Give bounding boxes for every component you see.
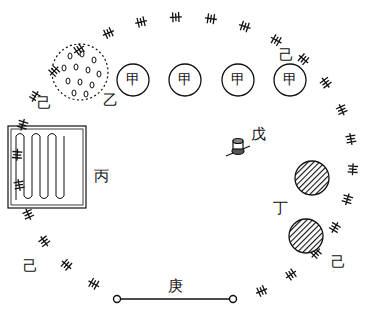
post-symbol	[335, 102, 349, 117]
circle-node: 甲	[273, 63, 307, 97]
marker-label: 己	[36, 96, 53, 111]
post-symbol	[86, 277, 101, 292]
post-symbol	[13, 178, 25, 192]
post-symbol	[46, 63, 61, 79]
post-symbol	[254, 284, 269, 298]
part-label: 丙	[93, 169, 110, 184]
marker-label: 己	[278, 48, 295, 63]
post-symbol	[59, 257, 75, 272]
post-symbol	[16, 118, 29, 132]
post-symbol	[134, 16, 148, 28]
node-label: 甲	[231, 73, 245, 87]
marker-label: 己	[22, 259, 39, 274]
post-symbol	[345, 132, 357, 146]
post-symbol	[238, 20, 253, 33]
node-label: 甲	[178, 73, 192, 87]
hatched-circle	[295, 161, 329, 195]
post-symbol	[296, 51, 312, 66]
part-label: 丁	[272, 201, 289, 216]
marker-label: 己	[330, 255, 347, 270]
circle-node: 甲	[168, 63, 202, 97]
post-symbol	[347, 163, 358, 176]
post-symbol	[170, 12, 182, 23]
part-label: 乙	[102, 93, 119, 108]
post-symbol	[12, 149, 23, 162]
circle-node: 甲	[221, 63, 255, 97]
gate-line	[114, 296, 237, 303]
circle-node: 甲	[116, 63, 150, 97]
part-label: 庚	[167, 279, 184, 294]
post-symbol	[101, 26, 116, 40]
ring-posts	[12, 12, 358, 298]
serpentine-bed	[8, 126, 86, 208]
part-label: 戊	[250, 127, 267, 142]
post-symbol	[328, 220, 343, 235]
hatched-circle	[289, 219, 323, 253]
post-symbol	[269, 33, 284, 48]
node-label: 甲	[283, 73, 297, 87]
post-symbol	[283, 267, 299, 282]
node-label: 甲	[126, 73, 140, 87]
post-symbol	[204, 13, 217, 25]
small-device	[226, 139, 250, 157]
post-symbol	[21, 207, 35, 222]
post-symbol	[37, 233, 52, 249]
post-symbol	[341, 192, 354, 206]
dotted-plot	[52, 44, 108, 100]
post-symbol	[318, 75, 333, 91]
